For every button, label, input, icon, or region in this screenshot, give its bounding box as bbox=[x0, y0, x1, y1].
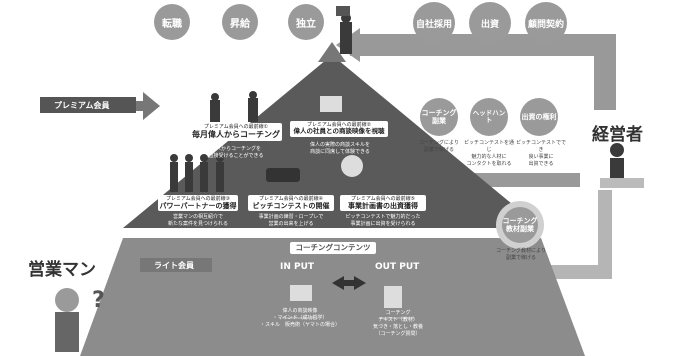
manager-caption-headhunt: ピッチコンテストを通じ魅力的な人材にコンタクトを取れる bbox=[463, 140, 514, 167]
sales-label: 営業マン bbox=[28, 260, 96, 280]
output-label: OUT PUT bbox=[375, 262, 420, 272]
question-mark: ? bbox=[92, 288, 105, 313]
manager-caption-coaching: コーチングにより副業で稼げる bbox=[419, 140, 459, 153]
pyramid-up-arrow bbox=[318, 42, 346, 62]
coaching-content-caption: コーチング教材により副業で稼げる bbox=[496, 248, 546, 261]
video-thumbnail bbox=[290, 285, 312, 301]
premium-pyramid bbox=[123, 55, 541, 228]
manager-bubble-headhunt: ヘッドハント bbox=[470, 98, 508, 136]
money-bag bbox=[341, 155, 363, 177]
benefit-5-caption: ピッチコンテストで魅力的だった事業計画に出資を受けられる bbox=[345, 214, 421, 227]
employer-goal-3: 顧問契約 bbox=[525, 2, 567, 44]
people-figures bbox=[55, 6, 624, 352]
input-output-arrow bbox=[332, 276, 366, 290]
employer-goal-1: 自社採用 bbox=[413, 2, 455, 44]
manager-label: 経営者 bbox=[592, 125, 643, 145]
benefit-1-caption: 偉人からコーチングを直接受けることができる bbox=[208, 146, 264, 159]
meeting-table bbox=[266, 168, 300, 182]
document-icon bbox=[384, 286, 402, 308]
content-section-title: コーチングコンテンツ bbox=[290, 242, 376, 254]
manager-desk bbox=[600, 178, 644, 188]
manager-bubble-investment: 出資の権利 bbox=[520, 98, 558, 136]
flow-arrow-manager-top bbox=[350, 34, 616, 110]
employer-goal-2: 出資 bbox=[469, 2, 511, 44]
video-frame bbox=[320, 96, 342, 112]
benefit-3-caption: 営業マンの相互紹介で新たな案件を見つけられる bbox=[167, 214, 228, 227]
input-caption: 偉人の商談映像 ・マインド（成功哲学） ・スキル 販売術（ヤマトの場合） bbox=[259, 308, 340, 328]
benefit-2-caption: 偉人の実際の商談スキルを商談に同席して体験できる bbox=[309, 142, 370, 155]
lite-label: ライト会員 bbox=[140, 258, 212, 272]
coaching-content-bubble: コーチング教材副業 bbox=[502, 207, 538, 243]
manager-caption-investment: ピッチコンテストででき良い事業に出資できる bbox=[515, 140, 566, 167]
benefit-4-caption: 事業計画の練習・ロープレで営業の出来を上げる bbox=[258, 214, 324, 227]
input-label: IN PUT bbox=[280, 262, 315, 272]
output-caption: コーチング テキスト（教材） 気づき・落とし・教養 （コーチング質問） bbox=[372, 310, 423, 337]
goal-circle-2: 昇給 bbox=[222, 4, 258, 40]
goal-circle-1: 転職 bbox=[154, 4, 190, 40]
premium-label: プレミアム会員 bbox=[40, 97, 136, 113]
manager-bubble-coaching: コーチング副業 bbox=[420, 98, 458, 136]
premium-arrow-head bbox=[143, 92, 160, 120]
goal-circle-3: 独立 bbox=[288, 4, 324, 40]
